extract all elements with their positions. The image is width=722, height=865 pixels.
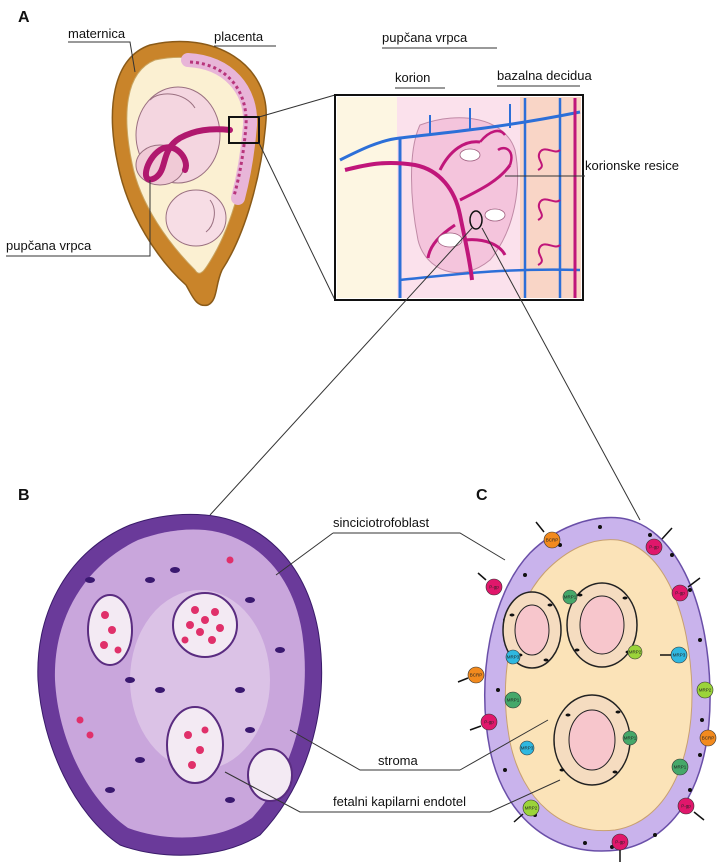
svg-text:BCRP: BCRP: [470, 673, 483, 678]
label-chorion: korion: [395, 70, 430, 85]
transporter-mrp3-2: MRP3: [506, 650, 520, 664]
svg-text:MRP2: MRP2: [629, 650, 642, 655]
label-uterus: maternica: [68, 26, 126, 41]
transporter-mrp2-1: MRP2: [697, 682, 713, 698]
uterus-illustration: [112, 42, 266, 306]
label-chorionic-villi: korionske resice: [585, 158, 679, 173]
svg-text:P-gp: P-gp: [615, 840, 625, 845]
transporter-mrp1-2: MRP1: [505, 692, 521, 708]
svg-text:MRP3: MRP3: [521, 746, 534, 751]
transporter-pgp-4: P-gp: [612, 834, 628, 862]
label-placenta: placenta: [214, 29, 264, 44]
transporter-mrp1-1: MRP1: [672, 759, 688, 775]
transporter-mrp1-3: MRP1: [563, 590, 577, 604]
panel-letter-a: A: [18, 9, 30, 26]
histology-section: [38, 514, 322, 855]
transporter-mrp2-3: MRP2: [628, 645, 642, 659]
svg-text:MRP1: MRP1: [674, 765, 687, 770]
label-fetal-capillary-endothelium: fetalni kapilarni endotel: [333, 794, 466, 809]
svg-text:P-gp: P-gp: [675, 591, 685, 596]
zoom-line-bottom: [259, 143, 335, 300]
panel-letter-c: C: [476, 487, 488, 504]
capillary-lower: [554, 695, 630, 785]
svg-text:BCRP: BCRP: [702, 736, 715, 741]
label-syncytiotrophoblast: sinciciotrofoblast: [333, 515, 429, 530]
label-stroma: stroma: [378, 753, 419, 768]
transporter-bcrp-2: BCRP: [700, 730, 716, 746]
svg-text:P-gp: P-gp: [649, 545, 659, 550]
transporter-pgp-6: P-gp: [478, 573, 502, 595]
leader-syncytiotrophoblast-b: [276, 533, 333, 575]
svg-text:P-gp: P-gp: [489, 585, 499, 590]
transporter-pgp-5: P-gp: [470, 714, 497, 730]
svg-text:BCRP: BCRP: [546, 538, 559, 543]
svg-text:MRP1: MRP1: [624, 736, 637, 741]
capillary-upper-right: [567, 583, 637, 667]
placenta-section-illustration: [335, 95, 583, 300]
transporter-mrp3-3: MRP3: [520, 741, 534, 755]
leader-stroma-b: [290, 730, 460, 770]
transporter-pgp-3: P-gp: [678, 798, 704, 820]
svg-text:MRP3: MRP3: [507, 655, 520, 660]
svg-text:MRP2: MRP2: [525, 806, 538, 811]
label-basal-decidua: bazalna decidua: [497, 68, 592, 83]
svg-text:MRP3: MRP3: [673, 653, 686, 658]
label-umbilical-cord-left: pupčana vrpca: [6, 238, 92, 253]
zoom-line-top: [259, 95, 335, 117]
svg-text:P-gp: P-gp: [681, 804, 691, 809]
transporter-mrp1-4: MRP1: [623, 731, 637, 745]
villus-schematic: [485, 518, 710, 851]
svg-text:MRP1: MRP1: [564, 595, 577, 600]
label-umbilical-cord-top: pupčana vrpca: [382, 30, 468, 45]
transporter-bcrp-3: BCRP: [458, 667, 484, 683]
svg-text:MRP1: MRP1: [507, 698, 520, 703]
svg-text:P-gp: P-gp: [484, 720, 494, 725]
svg-text:MRP2: MRP2: [699, 688, 712, 693]
leader-syncytiotrophoblast-c: [333, 533, 505, 560]
panel-letter-b: B: [18, 487, 30, 504]
